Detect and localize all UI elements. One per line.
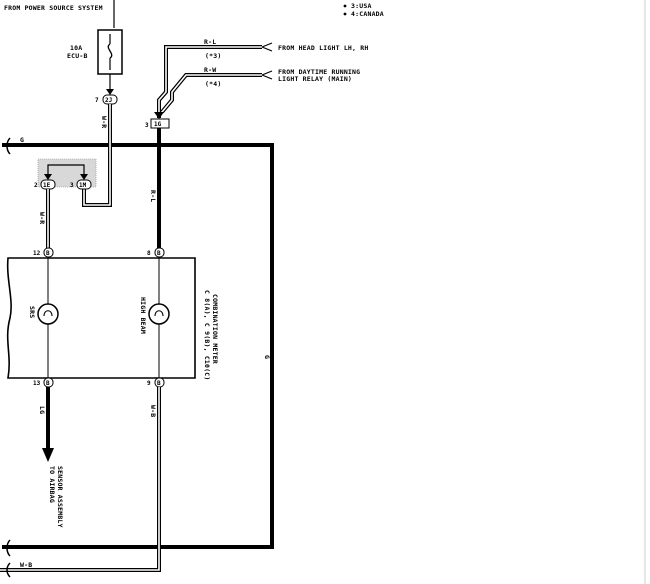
legend-bullet-usa [343,4,347,8]
connector-1g-label: 1G [154,121,162,128]
left-pin-a: 2 [34,182,38,189]
high-beam-lamp-icon [148,303,170,325]
legend-canada: 4:CANADA [351,10,384,18]
srs-lamp-icon [37,303,59,325]
drl-source-label-2: LIGHT RELAY (MAIN) [278,75,352,83]
wr-wire-top-label: W-R [100,116,108,128]
meter-pin-bottom-left: 13 [33,380,41,387]
meter-connector-top-left [43,247,54,258]
fuse-icon [107,43,113,59]
ground-frame [2,143,274,549]
wb-wire-bottom-label: W-B [20,561,32,569]
combination-meter-body [6,257,196,379]
headlight-note: (*3) [205,52,221,60]
arrow-left-icon [261,42,273,52]
connector-1e-label: 1E [43,182,51,189]
arrow-down-icon [106,89,114,95]
ground-break-bottom [6,539,11,557]
wb-wire-mid-label: W-B [149,405,157,417]
ground-right-label: G [263,355,271,359]
arrow-down-icon [80,174,88,180]
airbag-destination-2: SENSOR ASSEMBLY [56,466,64,528]
srs-label: SRS [28,306,36,318]
meter-name: COMBINATION METER [211,294,219,364]
wr-wire-mid-label: W-R [38,212,46,224]
fuse-rating: 10A [70,44,82,52]
arrow-down-icon [44,174,52,180]
headlight-wire-color: R-L [204,38,216,46]
junction-link [47,164,85,178]
wb-break [6,562,11,578]
ground-top-label: G [20,136,24,144]
rl-wire-label: R-L [149,190,157,202]
left-pin-b: 3 [70,182,74,189]
legend-usa: 3:USA [351,2,372,10]
meter-pin-bottom-right: 9 [147,380,151,387]
drl-note: (*4) [205,80,221,88]
drl-source-label-1: FROM DAYTIME RUNNING [278,68,360,76]
arrow-down-icon [154,112,164,119]
meter-conn-letter-tr: B [157,250,161,257]
fuse-name: ECU-B [67,52,88,60]
wb-wire [0,387,161,572]
lg-wire-label: LG [38,406,46,414]
high-beam-label: HIGH BEAM [139,297,147,334]
connector-2j-label: 2J [105,97,112,104]
meter-conn-letter-bl: B [46,380,50,387]
arrow-left-icon [261,70,273,80]
connector-1m [76,179,92,190]
meter-conn-letter-br: B [157,380,161,387]
meter-pin-top-right: 8 [147,250,151,257]
power-source-label: FROM POWER SOURCE SYSTEM [4,4,103,12]
meter-conn-letter-tl: B [46,250,50,257]
meter-pin-top-left: 12 [33,250,41,257]
airbag-destination-1: TO AIRBAG [48,466,56,503]
connector-1m-label: 1M [79,182,87,189]
meter-connector-codes: C 8(A), C 9(B), C10(C) [203,290,211,381]
arrow-down-icon [42,448,54,462]
ground-break-top [6,137,11,155]
junction-pin-number: 3 [145,122,149,129]
headlight-source-label: FROM HEAD LIGHT LH, RH [278,44,369,52]
fuse-pin-number: 7 [95,97,99,104]
drl-wire-color: R-W [204,66,216,74]
legend-bullet-canada [343,12,347,16]
meter-connector-top-right [154,247,165,258]
